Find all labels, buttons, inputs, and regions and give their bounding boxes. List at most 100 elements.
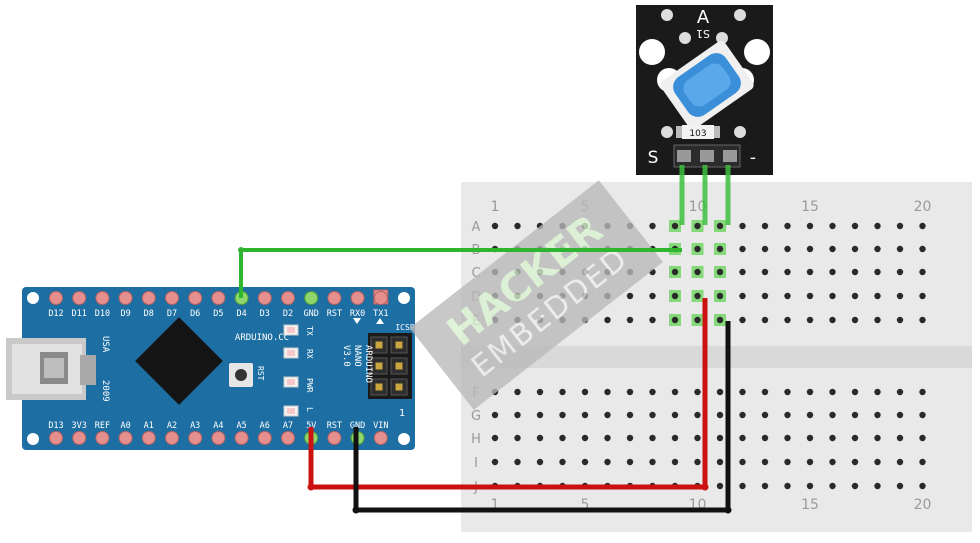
breadboard-hole [716, 245, 724, 253]
wires [238, 165, 732, 514]
breadboard-hole [559, 458, 566, 466]
pin-pad-bottom [49, 431, 63, 445]
breadboard-hole [896, 245, 904, 253]
column-number-top: 20 [914, 199, 932, 215]
icsp-pin [395, 383, 403, 391]
rst-button-label: RST [256, 366, 265, 381]
breadboard-hole [851, 482, 859, 490]
led-label: RX [305, 349, 314, 359]
pin-label-bottom: A2 [167, 421, 177, 431]
pin-pad-bottom [72, 431, 87, 445]
breadboard-hole [694, 388, 701, 396]
pin-pad-top [188, 291, 203, 305]
breadboard-hole [671, 268, 679, 276]
pin-label-bottom: 3V3 [72, 421, 87, 431]
pin-pad-top [95, 291, 110, 305]
breadboard-hole [739, 316, 746, 324]
breadboard-hole [491, 458, 499, 466]
breadboard-hole [784, 434, 791, 442]
module-top-label: A [697, 7, 710, 28]
row-label-bottom: G [471, 409, 481, 424]
breadboard-hole [626, 388, 634, 396]
breadboard-hole [514, 434, 521, 442]
breadboard-hole [626, 434, 634, 442]
breadboard-hole [739, 388, 746, 396]
breadboard-hole [784, 245, 791, 253]
breadboard-hole [851, 411, 859, 419]
breadboard-hole [896, 268, 904, 276]
breadboard-hole [694, 458, 701, 466]
pin-pad-top [257, 291, 272, 305]
status-led-lens [287, 327, 295, 333]
pin-pad-bottom [257, 431, 272, 445]
breadboard-hole [806, 316, 814, 324]
breadboard-hole [491, 411, 499, 419]
breadboard-hole [649, 222, 656, 230]
breadboard-hole [581, 458, 589, 466]
breadboard-hole [694, 222, 701, 230]
wire-gnd [353, 321, 731, 513]
breadboard-hole [514, 222, 521, 230]
breadboard-hole [739, 222, 746, 230]
breadboard-hole [626, 292, 634, 300]
pin-label-bottom: A0 [120, 421, 130, 431]
pad [734, 9, 746, 21]
module-pin [723, 150, 737, 162]
breadboard-hole [671, 458, 679, 466]
breadboard-hole [739, 245, 746, 253]
breadboard-hole [784, 411, 791, 419]
breadboard-hole [829, 268, 836, 276]
breadboard-hole [806, 292, 814, 300]
usa-label: USA [100, 336, 110, 353]
breadboard-hole [671, 411, 679, 419]
status-led-lens [287, 379, 295, 385]
pin-pad-top [281, 291, 295, 305]
status-leds [283, 324, 299, 417]
wire-joint [701, 483, 709, 491]
brand-label: ARDUINO.CC [235, 333, 289, 343]
breadboard-hole [874, 482, 881, 490]
wire-joint [307, 483, 315, 491]
resistor-label: 103 [689, 129, 706, 139]
breadboard-hole [874, 316, 881, 324]
arduino-board [22, 287, 415, 450]
breadboard-hole [604, 411, 611, 419]
breadboard-hole [806, 268, 814, 276]
breadboard-hole [851, 292, 859, 300]
pin-pad-bottom [95, 431, 110, 445]
breadboard-hole [671, 434, 679, 442]
pin-label-top: RX0 [350, 309, 365, 319]
model-label: V3.0 [341, 345, 351, 367]
breadboard-hole [896, 316, 904, 324]
led-label: L [305, 407, 314, 412]
breadboard-hole [739, 411, 746, 419]
pin-label-bottom: A1 [144, 421, 154, 431]
breadboard-hole [559, 388, 566, 396]
breadboard-hole [874, 292, 881, 300]
pin-label-top: D5 [213, 309, 223, 319]
pin-pad-top [373, 291, 388, 305]
breadboard-hole [604, 388, 611, 396]
breadboard-hole [874, 268, 881, 276]
breadboard-hole [716, 292, 724, 300]
breadboard-hole [829, 222, 836, 230]
breadboard-hole [649, 458, 656, 466]
breadboard-hole [896, 222, 904, 230]
status-led-lens [287, 350, 295, 356]
breadboard-hole [694, 411, 701, 419]
icsp-pin [375, 341, 383, 349]
breadboard-hole [896, 388, 904, 396]
breadboard-hole [694, 316, 701, 324]
breadboard-hole [896, 458, 904, 466]
pin-label-bottom: 5V [306, 421, 316, 431]
breadboard-hole [829, 458, 836, 466]
breadboard-hole [784, 482, 791, 490]
wire-5v [308, 298, 708, 490]
breadboard-hole [806, 222, 814, 230]
breadboard-hole [716, 411, 724, 419]
pin-pad-bottom [188, 431, 203, 445]
breadboard-hole [536, 411, 544, 419]
breadboard-hole [761, 458, 769, 466]
breadboard-hole [761, 268, 769, 276]
